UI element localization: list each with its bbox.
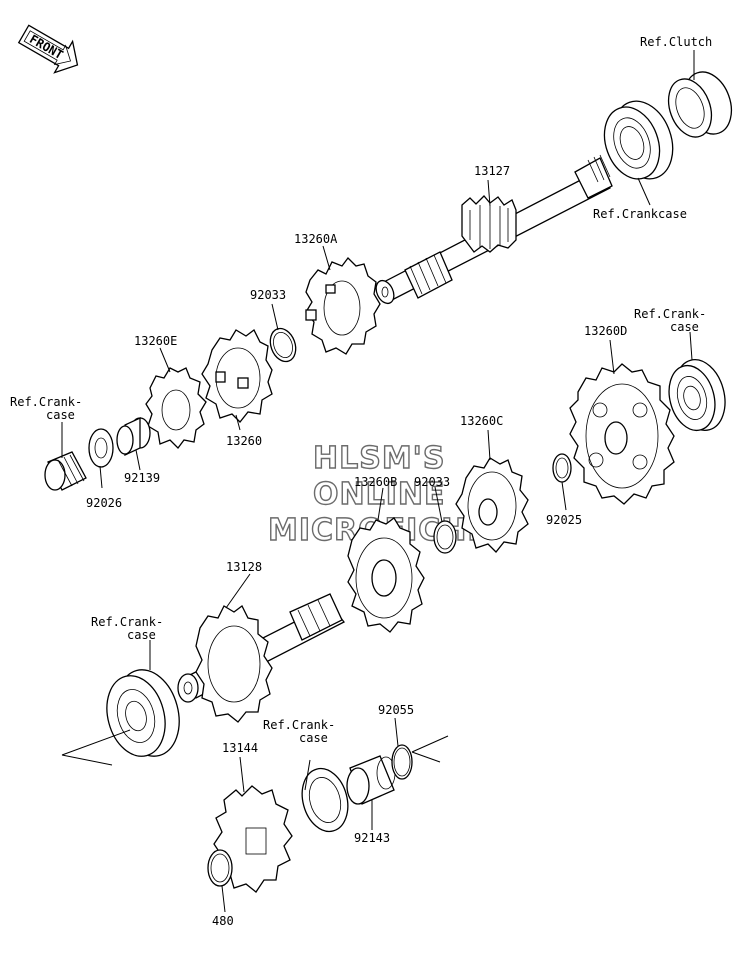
shaft-13128 (177, 593, 345, 723)
label-92139: 92139 (124, 471, 160, 485)
label-92025: 92025 (546, 513, 582, 527)
circlip-92033-lower (433, 520, 457, 554)
part-labels: Ref.Clutch Ref.Crankcase 13127 13260A 92… (10, 35, 712, 928)
bearing-top (603, 100, 674, 180)
washer-92025 (552, 453, 572, 483)
clutch-ring (667, 71, 733, 138)
circlip-92033-upper (269, 327, 297, 363)
label-ref-crank-mid-1: Ref.Crank- (91, 615, 163, 629)
label-13260C: 13260C (460, 414, 503, 428)
label-13144: 13144 (222, 741, 258, 755)
washer-92026 (88, 428, 114, 468)
circlip-480 (207, 849, 233, 887)
label-13260D: 13260D (584, 324, 627, 338)
label-92055: 92055 (378, 703, 414, 717)
label-ref-crank-left-2: case (46, 408, 75, 422)
label-92026: 92026 (86, 496, 122, 510)
collar-92139 (116, 416, 151, 457)
gear-13260 (201, 329, 273, 423)
label-ref-crank-right-2: case (670, 320, 699, 334)
label-ref-crank-low-2: case (299, 731, 328, 745)
label-ref-crank-right-1: Ref.Crank- (634, 307, 706, 321)
gear-13260A (305, 257, 381, 355)
seal-ring-lower (301, 759, 349, 833)
label-ref-clutch: Ref.Clutch (640, 35, 712, 49)
shaft-13127 (375, 154, 613, 305)
label-13128: 13128 (226, 560, 262, 574)
label-92033-upper: 92033 (250, 288, 286, 302)
sprocket-13144 (213, 785, 293, 893)
label-ref-crank-low-1: Ref.Crank- (263, 718, 335, 732)
label-ref-crank-mid-2: case (127, 628, 156, 642)
collar-92143 (346, 755, 396, 805)
label-92033-lower: 92033 (414, 475, 450, 489)
bearing-lower-left (61, 669, 180, 766)
label-13260B: 13260B (354, 475, 397, 489)
label-ref-crank-left-1: Ref.Crank- (10, 395, 82, 409)
oring-92055 (391, 735, 449, 780)
label-ref-crankcase-top: Ref.Crankcase (593, 207, 687, 221)
front-arrow-icon: FRONT (17, 24, 79, 74)
gear-13260B (347, 517, 425, 633)
gear-13260E (145, 367, 207, 449)
label-13260A: 13260A (294, 232, 338, 246)
label-13260: 13260 (226, 434, 262, 448)
label-92143: 92143 (354, 831, 390, 845)
watermark-line-1: HLSM'S (313, 441, 445, 476)
leader-lines (61, 50, 695, 913)
label-13260E: 13260E (134, 334, 177, 348)
label-13127: 13127 (474, 164, 510, 178)
watermark-line-2: ONLINE (313, 477, 446, 512)
needle-bearing-left (44, 451, 87, 491)
label-480: 480 (212, 914, 234, 928)
gear-13260C (455, 457, 529, 553)
gear-13260D (569, 363, 675, 505)
bearing-right (668, 359, 726, 432)
